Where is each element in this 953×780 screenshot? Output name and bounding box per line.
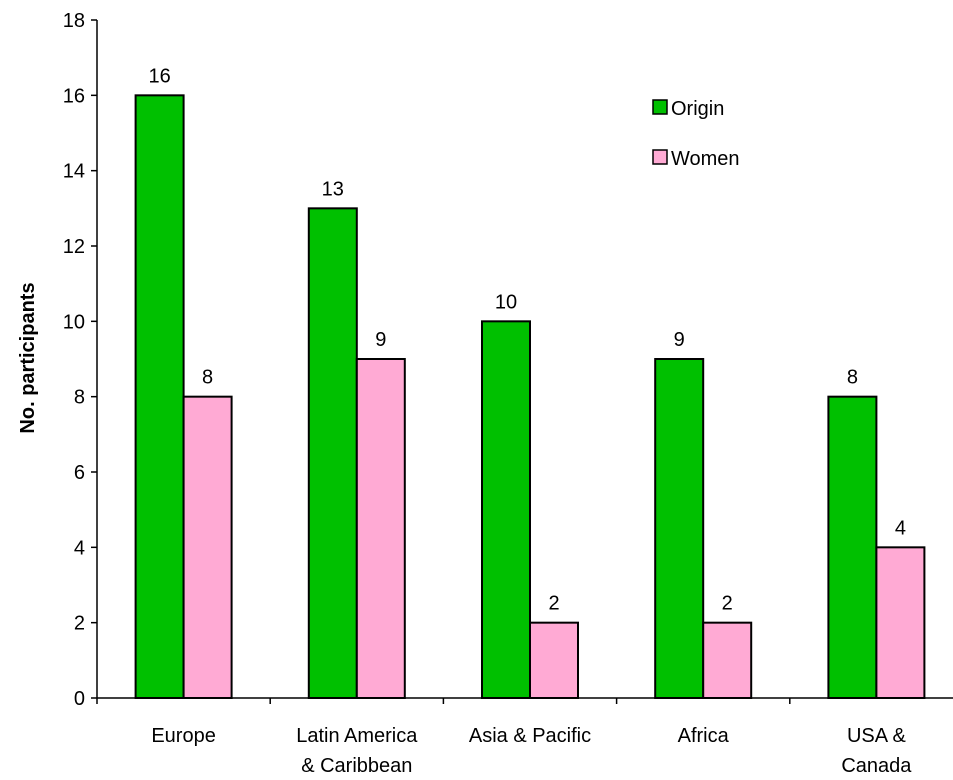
data-label: 2 <box>548 593 559 615</box>
x-category-label: USA & <box>847 725 907 747</box>
y-tick-label: 2 <box>74 613 85 635</box>
legend-label: Origin <box>671 98 724 120</box>
bar-origin <box>654 358 705 699</box>
bar-origin <box>307 207 358 699</box>
data-label: 13 <box>322 178 344 200</box>
data-label: 9 <box>375 329 386 351</box>
y-tick-label: 10 <box>63 311 85 333</box>
bar-women <box>182 395 233 699</box>
bar-women <box>355 358 406 699</box>
y-tick-label: 16 <box>63 85 85 107</box>
data-label: 4 <box>895 517 906 539</box>
data-label: 8 <box>202 367 213 389</box>
y-tick-label: 0 <box>74 688 85 710</box>
bar-origin <box>134 94 185 700</box>
legend-swatch <box>652 99 668 115</box>
bar-women <box>529 621 579 700</box>
x-category-label: Asia & Pacific <box>469 725 591 747</box>
data-label: 9 <box>674 329 685 351</box>
x-category-label: & Caribbean <box>301 755 412 777</box>
y-axis-title: No. participants <box>17 282 39 433</box>
x-category-label: Canada <box>841 755 912 777</box>
legend-label: Women <box>671 148 740 170</box>
x-category-label: Europe <box>151 725 216 747</box>
legend-swatch <box>652 149 668 165</box>
y-tick-label: 6 <box>74 462 85 484</box>
y-tick-label: 4 <box>74 537 85 559</box>
data-label: 8 <box>847 367 858 389</box>
y-tick-label: 14 <box>63 161 85 183</box>
bar-women <box>875 546 926 699</box>
data-label: 10 <box>495 291 517 313</box>
bar-origin <box>481 320 531 699</box>
bar-women <box>702 621 753 700</box>
x-category-label: Africa <box>678 725 730 747</box>
x-category-label: Latin America <box>296 725 418 747</box>
y-tick-label: 12 <box>63 236 85 258</box>
y-tick-label: 18 <box>63 10 85 32</box>
data-label: 2 <box>722 593 733 615</box>
y-tick-label: 8 <box>74 387 85 409</box>
bar-origin <box>827 395 878 699</box>
data-label: 16 <box>148 65 170 87</box>
